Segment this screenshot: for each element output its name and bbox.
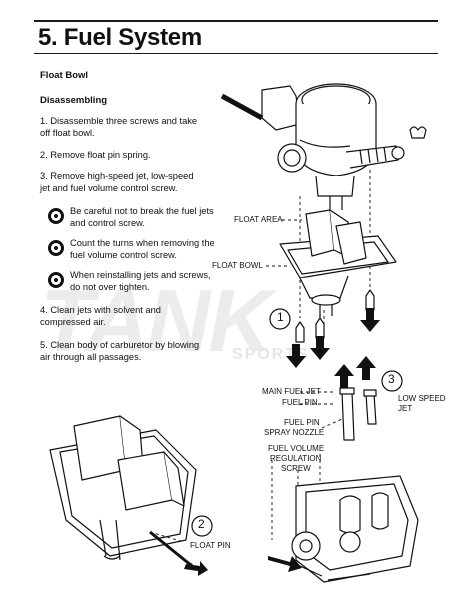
caution-icon (48, 208, 64, 224)
float-bowl-lower (49, 415, 197, 570)
label-fuel-volume: FUEL VOLUME (268, 444, 325, 453)
label-float-bowl: FLOAT BOWL (212, 261, 263, 270)
label-spray-nozzle: SPRAY NOZZLE (264, 428, 325, 437)
step-1: 1. Disassemble three screws and take off… (40, 116, 198, 138)
label-float-area: FLOAT AREA (234, 215, 283, 224)
step-2: 2. Remove float pin spring. (40, 150, 151, 160)
step-4: 4. Clean jets with solvent and compresse… (40, 305, 161, 327)
caution-icon (48, 272, 64, 288)
label-screw: SCREW (281, 464, 311, 473)
header-rule-bottom (34, 53, 438, 54)
step-3: 3. Remove high-speed jet, low-speed jet … (40, 171, 194, 193)
warning-3: When reinstalling jets and screws, do no… (48, 270, 218, 298)
procedure-heading: Disassembling (40, 95, 108, 106)
page-title: 5. Fuel System (38, 24, 202, 51)
jets (339, 387, 377, 441)
carburetor-base (291, 475, 419, 583)
callout-number-3: 3 (388, 372, 395, 386)
warning-text: Be careful not to break the fuel jets an… (70, 206, 214, 228)
screws (295, 289, 375, 343)
float-bowl-upper (279, 209, 397, 320)
section-subtitle: Float Bowl (40, 70, 89, 81)
label-float-pin: FLOAT PIN (190, 541, 231, 550)
warning-text: Count the turns when removing the fuel v… (70, 238, 215, 260)
header-rule-top (34, 20, 438, 22)
warning-1: Be careful not to break the fuel jets an… (48, 206, 218, 234)
label-low-speed: LOW SPEED (398, 394, 446, 403)
callout-number-1: 1 (277, 310, 284, 324)
label-regulation: REGULATION (270, 454, 322, 463)
step-5: 5. Clean body of carburetor by blowing a… (40, 340, 200, 362)
label-fuel-pin: FUEL PIN (282, 398, 318, 407)
warning-text: When reinstalling jets and screws, do no… (70, 270, 211, 292)
callout-number-2: 2 (198, 517, 205, 531)
watermark-logo: TANK (40, 271, 272, 370)
label-jet: JET (398, 404, 413, 413)
warning-2: Count the turns when removing the fuel v… (48, 238, 218, 266)
label-fuel-pin-spray: FUEL PIN (284, 418, 320, 427)
caution-icon (48, 240, 64, 256)
carburetor-body (261, 83, 427, 210)
label-main-fuel-jet: MAIN FUEL JET (262, 387, 321, 396)
